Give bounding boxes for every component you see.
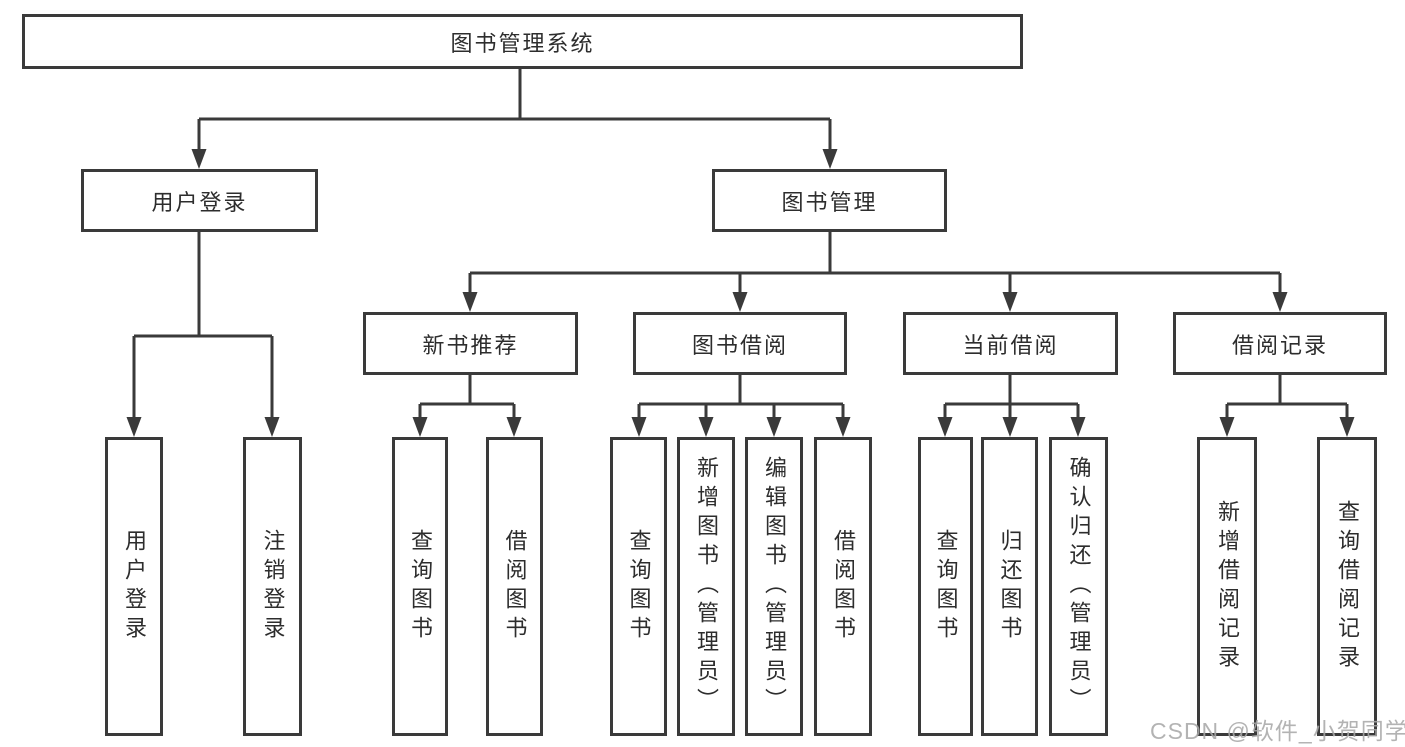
node-user-login: 用户登录: [81, 169, 318, 232]
node-user-login-label: 用户登录: [151, 189, 248, 215]
leaf-add-book-admin-label: 新增图书（管理员）: [694, 456, 719, 717]
node-current-borrow-label: 当前借阅: [962, 332, 1059, 358]
leaf-add-borrow-record: 新增借阅记录: [1197, 437, 1257, 736]
leaf-user-login: 用户登录: [105, 437, 163, 736]
leaf-borrow-book-label: 借阅图书: [831, 528, 856, 645]
leaf-borrow-book: 借阅图书: [814, 437, 872, 736]
node-book-borrow: 图书借阅: [633, 312, 847, 375]
leaf-query-borrow-record: 查询借阅记录: [1317, 437, 1377, 736]
leaf-recommend-query-book-label: 查询图书: [408, 528, 433, 645]
node-root-label: 图书管理系统: [450, 30, 595, 56]
node-book-management-label: 图书管理: [781, 189, 878, 215]
node-new-book-recommend: 新书推荐: [363, 312, 578, 375]
node-book-management: 图书管理: [712, 169, 947, 232]
leaf-current-query-book-label: 查询图书: [933, 528, 959, 645]
leaf-borrow-query-book-label: 查询图书: [626, 528, 652, 645]
node-book-borrow-label: 图书借阅: [691, 332, 788, 358]
node-borrow-records-label: 借阅记录: [1231, 332, 1328, 358]
leaf-logout: 注销登录: [243, 437, 302, 736]
leaf-confirm-return-admin-label: 确认归还（管理员）: [1066, 456, 1092, 717]
leaf-borrow-query-book: 查询图书: [610, 437, 667, 736]
leaf-return-book-label: 归还图书: [997, 528, 1023, 645]
leaf-recommend-borrow-book-label: 借阅图书: [502, 528, 528, 645]
node-root: 图书管理系统: [22, 14, 1023, 69]
leaf-current-query-book: 查询图书: [918, 437, 973, 736]
node-new-book-recommend-label: 新书推荐: [422, 332, 519, 358]
leaf-recommend-query-book: 查询图书: [392, 437, 448, 736]
node-borrow-records: 借阅记录: [1173, 312, 1387, 375]
leaf-return-book: 归还图书: [981, 437, 1038, 736]
leaf-recommend-borrow-book: 借阅图书: [486, 437, 543, 736]
leaf-query-borrow-record-label: 查询借阅记录: [1335, 499, 1360, 674]
leaf-confirm-return-admin: 确认归还（管理员）: [1049, 437, 1108, 736]
leaf-add-borrow-record-label: 新增借阅记录: [1215, 499, 1240, 674]
leaf-edit-book-admin-label: 编辑图书（管理员）: [762, 456, 787, 717]
leaf-edit-book-admin: 编辑图书（管理员）: [745, 437, 803, 736]
node-current-borrow: 当前借阅: [903, 312, 1118, 375]
leaf-add-book-admin: 新增图书（管理员）: [677, 437, 735, 736]
leaf-logout-label: 注销登录: [260, 528, 286, 645]
watermark-text: CSDN @软件_小贺同学: [1150, 718, 1405, 744]
leaf-user-login-label: 用户登录: [122, 528, 147, 645]
